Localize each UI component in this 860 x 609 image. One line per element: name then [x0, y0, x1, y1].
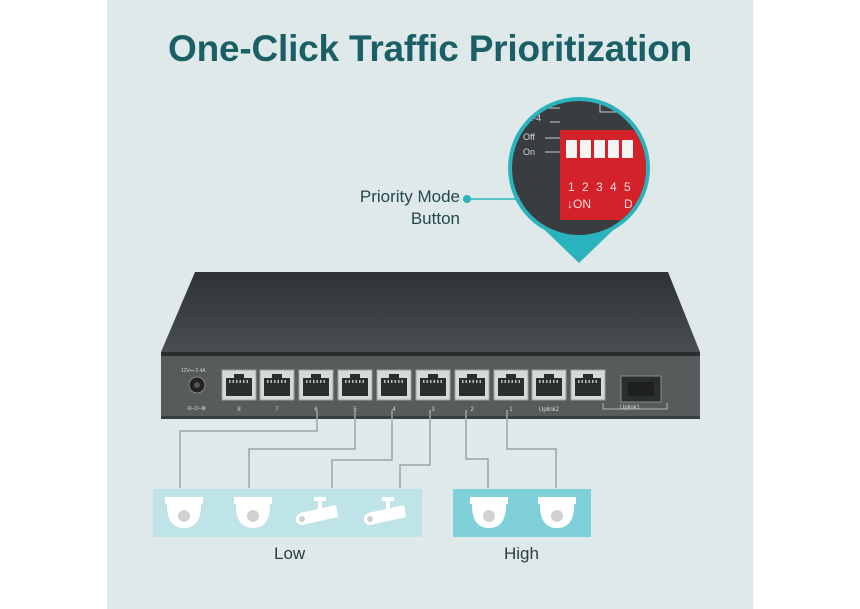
callout-magnifier: 1-4 Off On 1 2 3 4 5 ↓ON D — [463, 97, 650, 263]
ethernet-port: 3 — [415, 369, 451, 413]
port-label: 1 — [509, 407, 513, 413]
low-priority-label: Low — [274, 544, 306, 563]
dome-camera-icon — [538, 497, 576, 529]
ethernet-port: 5 — [337, 369, 373, 413]
power-jack: 12V⎓ 2.4A ⊖-⊙-⊕ — [181, 368, 206, 412]
ethernet-port — [570, 369, 606, 401]
power-label: 12V⎓ 2.4A — [181, 368, 206, 374]
bullet-camera-icon — [296, 497, 338, 525]
dip-switch-toggles — [566, 140, 633, 158]
ethernet-port: 7 — [259, 369, 295, 413]
ethernet-port: 6 — [298, 369, 334, 413]
sfp-label: Uplink1 — [620, 405, 641, 411]
dip-label-off: Off — [523, 132, 535, 142]
port-label: 3 — [431, 407, 435, 413]
ethernet-port: 4 — [376, 369, 412, 413]
ethernet-port: 8 — [221, 369, 257, 413]
port-label: 2 — [470, 407, 474, 413]
priority-mode-label: Priority Mode Button — [359, 187, 460, 228]
dome-camera-icon — [165, 497, 203, 529]
dip-number-2: 2 — [582, 180, 589, 194]
dip-label-on: On — [523, 147, 535, 157]
dome-camera-icon — [234, 497, 272, 529]
port-label: 8 — [237, 407, 241, 413]
sfp-port: Uplink1 — [602, 375, 668, 411]
low-priority-group — [153, 489, 422, 537]
dip-label-range: 1-4 — [528, 113, 541, 123]
ethernet-port: 1 — [493, 369, 529, 413]
bullet-camera-icon — [364, 497, 406, 525]
dip-number-3: 3 — [596, 180, 603, 194]
port-label: 4 — [392, 407, 396, 413]
dip-number-4: 4 — [610, 180, 617, 194]
high-priority-group — [453, 489, 591, 537]
dip-number-1: 1 — [568, 180, 575, 194]
ethernet-port: 2 — [454, 369, 490, 413]
dip-d-text: D — [624, 197, 633, 211]
port-label: 7 — [275, 407, 279, 413]
ethernet-port: Uplink2 — [531, 369, 567, 413]
dome-camera-icon — [470, 497, 508, 529]
high-priority-label: High — [504, 544, 539, 563]
port-label: Uplink2 — [539, 407, 560, 413]
callout-dot — [463, 195, 471, 203]
dip-number-5: 5 — [624, 180, 631, 194]
page-title: One-Click Traffic Prioritization — [167, 28, 693, 69]
connection-lines — [179, 410, 557, 488]
dip-on-text: ↓ON — [567, 197, 591, 211]
svg-text:⊖-⊙-⊕: ⊖-⊙-⊕ — [187, 406, 206, 412]
